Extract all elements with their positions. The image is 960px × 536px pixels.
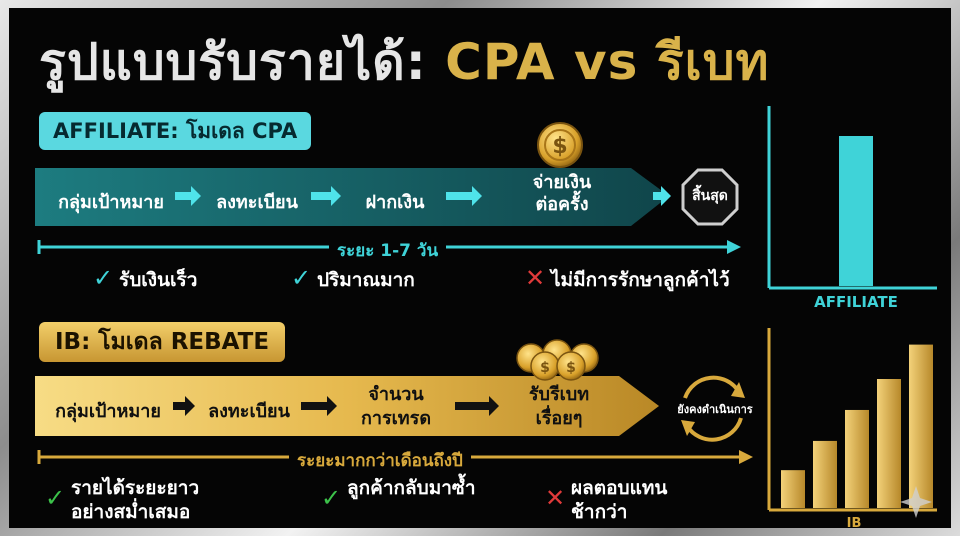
ib-band-shape	[35, 376, 659, 436]
cpa-end-label: สิ้นสุด	[692, 188, 728, 204]
arrow-right-icon	[175, 186, 201, 206]
cpa-point-volume: ✓ปริมาณมาก	[291, 266, 415, 292]
chart-bar	[909, 344, 933, 508]
ib-point-line2: ช้ากว่า	[571, 501, 628, 523]
ib-point-returning: ✓ ลูกค้ากลับมาซ้ำ	[321, 476, 476, 510]
ib-step-volume: จำนวน การเทรด	[339, 383, 453, 431]
chart-bar	[877, 379, 901, 508]
ib-step-volume-line1: จำนวน	[368, 384, 424, 405]
check-icon: ✓	[321, 484, 342, 512]
cpa-point-text: รับเงินเร็ว	[119, 269, 198, 291]
chart-bar	[845, 409, 869, 508]
arrow-right-icon	[446, 186, 482, 206]
ib-point-slower: ✕ ผลตอบแทน ช้ากว่า	[545, 476, 667, 524]
stop-sign-icon	[681, 168, 739, 226]
arrow-right-icon	[653, 186, 671, 206]
arrow-right-icon	[173, 396, 195, 416]
cpa-point-text: ปริมาณมาก	[317, 269, 415, 291]
ib-step-register: ลงทะเบียน	[208, 401, 290, 422]
svg-text:$: $	[552, 134, 567, 159]
ib-point-line1: รายได้ระยะยาว	[71, 477, 200, 499]
cross-icon: ✕	[545, 484, 566, 512]
cpa-step-payout-line2: ต่อครั้ง	[535, 194, 589, 215]
arrow-head-icon	[727, 240, 741, 254]
svg-text:$: $	[540, 360, 550, 376]
ib-bar-chart	[767, 328, 937, 518]
arrow-right-icon	[301, 396, 337, 416]
cpa-step-target: กลุ่มเป้าหมาย	[58, 192, 164, 213]
ib-step-rebate: รับรีเบท เรื่อยๆ	[501, 383, 617, 431]
title-part2: CPA vs รีเบท	[445, 33, 770, 91]
cpa-step-arrows	[175, 186, 671, 206]
page-title: รูปแบบรับรายได้: CPA vs รีเบท	[39, 30, 939, 94]
cpa-chart-label: AFFILIATE	[814, 293, 898, 311]
chart-bar	[813, 440, 837, 508]
cpa-flow-band: $	[35, 122, 671, 226]
svg-text:$: $	[566, 360, 576, 376]
arrow-head-icon	[739, 450, 753, 464]
ib-step-volume-line2: การเทรด	[360, 408, 432, 429]
cpa-bar-chart	[767, 106, 937, 290]
ib-section-label: IB: โมเดล REBATE	[39, 322, 286, 362]
cpa-point-text: ไม่มีการรักษาลูกค้าไว้	[551, 269, 730, 291]
arrow-right-icon	[455, 396, 499, 416]
cpa-step-deposit: ฝากเงิน	[365, 192, 425, 213]
ib-step-rebate-line1: รับรีเบท	[528, 384, 590, 405]
coin-stack-icon: $ $	[516, 339, 599, 381]
cpa-section-label: AFFILIATE: โมเดล CPA	[39, 112, 312, 150]
ib-step-target: กลุ่มเป้าหมาย	[55, 401, 161, 422]
cpa-step-payout: จ่ายเงิน ต่อครั้ง	[507, 172, 617, 216]
sparkle-icon	[900, 486, 932, 518]
ib-chart-label: IB	[846, 516, 862, 528]
title-part1: รูปแบบรับรายได้:	[39, 33, 427, 91]
cpa-timeline-label: ระยะ 1-7 วัน	[329, 237, 447, 264]
arrow-right-icon	[311, 186, 341, 206]
cpa-band-shape	[35, 168, 669, 226]
ib-point-line2: อย่างสม่ำเสมอ	[71, 501, 191, 523]
check-icon: ✓	[291, 264, 312, 292]
ib-point-line1: ลูกค้ากลับมาซ้ำ	[347, 477, 476, 499]
cpa-point-fast: ✓รับเงินเร็ว	[93, 266, 197, 292]
ib-step-rebate-line2: เรื่อยๆ	[535, 408, 583, 429]
ib-continue-label: ยังคงดำเนินการ	[677, 403, 753, 416]
ib-timeline-label: ระยะมากกว่าเดือนถึงปี	[289, 447, 471, 474]
check-icon: ✓	[45, 484, 66, 512]
cross-icon: ✕	[525, 264, 546, 292]
cpa-step-payout-line1: จ่ายเงิน	[532, 172, 592, 193]
chart-bar	[781, 470, 805, 508]
cpa-point-retention: ✕ไม่มีการรักษาลูกค้าไว้	[525, 266, 730, 292]
check-icon: ✓	[93, 264, 114, 292]
ib-point-longterm: ✓ รายได้ระยะยาว อย่างสม่ำเสมอ	[45, 476, 199, 524]
infographic-panel: รูปแบบรับรายได้: CPA vs รีเบท AFFILIATE:…	[9, 8, 951, 528]
ib-step-arrows	[173, 396, 499, 416]
cycle-arrows-icon	[681, 375, 745, 442]
ib-point-line1: ผลตอบแทน	[571, 477, 668, 499]
cpa-coin-icon: $	[537, 122, 583, 168]
cpa-step-register: ลงทะเบียน	[216, 192, 298, 213]
chart-bar	[839, 136, 873, 286]
ib-flow-band: $ $	[35, 339, 659, 436]
